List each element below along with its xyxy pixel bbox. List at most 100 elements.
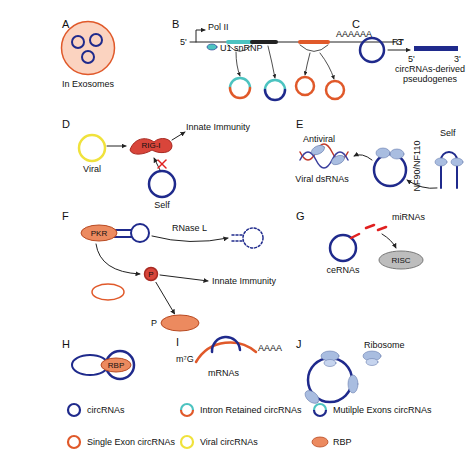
panel-letter: G [296, 210, 305, 223]
node-text: P [151, 319, 157, 328]
risc-ellipse: RISC [378, 250, 424, 270]
legend-circle [68, 404, 80, 416]
legend-text: circRNAs [87, 405, 125, 415]
inner-circrna [90, 34, 102, 46]
annotation-text: 3' [454, 54, 461, 64]
protein-blob [451, 158, 463, 166]
arrow [268, 46, 275, 78]
circrna [230, 78, 250, 88]
pseudogene-bar [414, 46, 458, 51]
arrow [160, 275, 208, 281]
annotation-text: Innate Immunity [186, 122, 250, 132]
arrow [354, 155, 372, 160]
legend-text: Viral circRNAs [200, 437, 258, 447]
annotation-text: AAAA [258, 343, 282, 353]
circrna [149, 171, 175, 197]
node-ellipse [161, 315, 199, 331]
mirna-bar [378, 227, 386, 230]
transcription-start [196, 30, 205, 42]
annotation-text: Pol II [208, 22, 229, 32]
legend-circle [68, 436, 80, 448]
panel-letter: F [62, 210, 69, 223]
panel-letter: A [62, 18, 69, 31]
node-text: PKR [91, 229, 107, 238]
circrna [330, 235, 356, 261]
protein-blob [330, 153, 346, 166]
node-text: RIG-I [141, 141, 160, 150]
annotation-text: 5' [180, 37, 187, 47]
viral-circrna [79, 135, 105, 161]
legend-arc [314, 410, 326, 416]
block-mark [158, 160, 166, 168]
arrow [382, 234, 396, 248]
annotation-text: 5' [408, 54, 415, 64]
mirna-bar [351, 234, 359, 238]
rig-i-shape: RIG-I [128, 134, 174, 156]
annotation-text: NF90/NF110 [412, 141, 422, 192]
circrna [296, 77, 314, 95]
node-circle [62, 22, 115, 75]
exon [300, 40, 328, 44]
arrow [407, 180, 437, 188]
annotation-text: miRNAs [392, 212, 425, 222]
rbp-outline [92, 284, 124, 300]
arrow [305, 53, 310, 75]
legend-sample [178, 402, 196, 418]
circrna [265, 80, 285, 90]
arrow [107, 146, 126, 147]
annotation-text: Innate Immunity [212, 276, 276, 286]
legend-sample [311, 402, 329, 418]
snrnp-blob [207, 44, 217, 50]
legend-sample [65, 402, 83, 418]
mirna-bar [366, 225, 374, 228]
protein-blob [435, 158, 447, 166]
node-text: RISC [391, 256, 410, 265]
protein-blob [390, 149, 404, 159]
legend-text: Intron Retained circRNAs [200, 405, 302, 415]
annotation-text: Viral dsRNAs [295, 174, 348, 184]
annotation-text: Self [440, 128, 456, 138]
rbp-ellipse: RBP [100, 357, 132, 373]
arrow [152, 236, 228, 242]
arrow [388, 50, 410, 51]
degraded-stem [232, 240, 242, 242]
annotation-text: circRNAs-derived pseudogenes [387, 64, 473, 84]
panel-letter: D [62, 118, 70, 131]
legend-text: Mutilple Exons circRNAs [333, 405, 432, 415]
mrna [196, 343, 256, 362]
annotation-text: Self [154, 200, 170, 210]
circrna [374, 154, 406, 186]
node-ellipse [379, 251, 423, 269]
degraded-circrna [243, 228, 263, 248]
annotation-text: m⁷G [176, 354, 194, 364]
pkr-ellipse: PKR [80, 224, 118, 242]
annotation-text: RT [392, 37, 404, 47]
block-mark [158, 160, 166, 168]
dsrna-strand [300, 152, 348, 168]
ribosome [348, 375, 358, 393]
circrna-arc [212, 337, 240, 352]
panel-letter: E [296, 118, 303, 131]
node-blob [130, 139, 172, 155]
phospho-circle: P [143, 266, 159, 282]
annotation-text: U1 snRNP [220, 43, 263, 53]
phospho-rbp: P [160, 314, 200, 332]
panel-letter: I [176, 336, 179, 349]
protein-blob [310, 143, 326, 156]
legend-ellipse [312, 437, 328, 447]
arrow [96, 244, 140, 274]
node-text: P [148, 270, 153, 279]
annotation-text: RNase L [172, 223, 207, 233]
node-outline [160, 314, 200, 332]
annotation-text: Antiviral [303, 134, 335, 144]
circrna [230, 88, 250, 98]
inner-circrna [82, 51, 94, 63]
degraded-stem [232, 234, 242, 236]
arrow [172, 132, 185, 140]
circrna [131, 224, 149, 242]
arrow [236, 52, 240, 76]
node-circle [145, 268, 158, 281]
legend-text: RBP [333, 437, 352, 447]
